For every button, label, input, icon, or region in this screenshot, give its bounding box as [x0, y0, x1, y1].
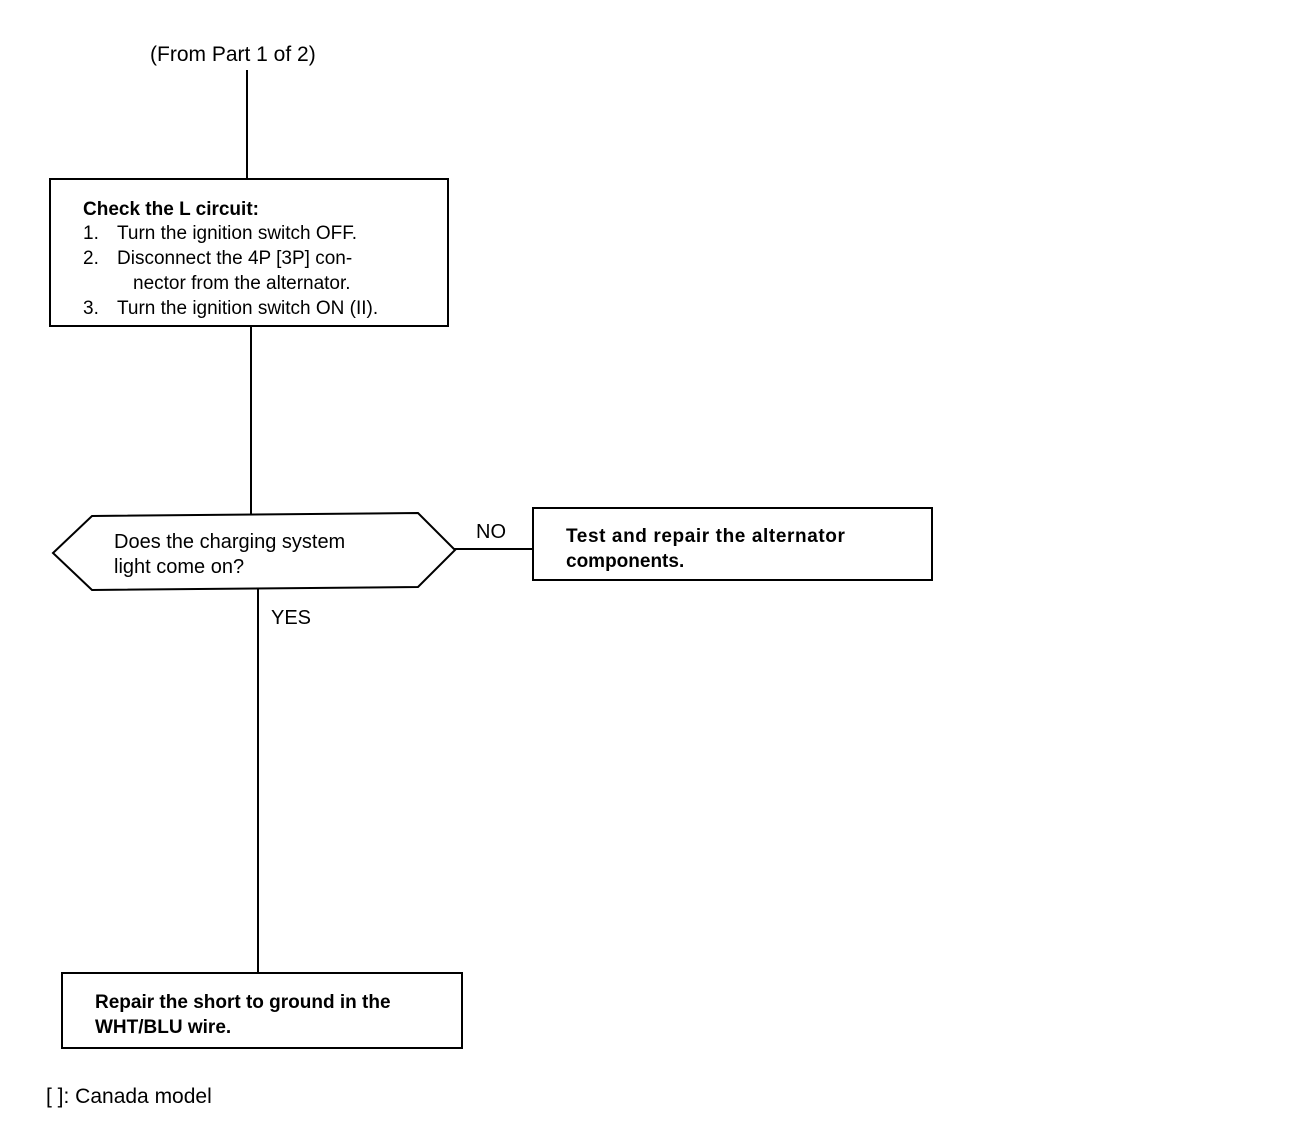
- check-steps-list: 1. Turn the ignition switch OFF. 2. Disc…: [83, 221, 378, 321]
- from-part-label: (From Part 1 of 2): [150, 43, 316, 66]
- step-text: Turn the ignition switch ON (II).: [117, 298, 379, 319]
- no-box-line2: components.: [566, 551, 685, 572]
- canada-model-footnote: [ ]: Canada model: [46, 1085, 212, 1108]
- check-step-continuation: nector from the alternator.: [83, 271, 378, 296]
- decision-question-line1: Does the charging system: [114, 531, 346, 553]
- step-number: 1.: [83, 223, 99, 244]
- yes-box-line1: Repair the short to ground in the: [95, 992, 391, 1013]
- step-number: 2.: [83, 248, 99, 269]
- no-box-line1: Test and repair the alternator: [566, 526, 846, 547]
- check-step: 3. Turn the ignition switch ON (II).: [83, 296, 378, 321]
- decision-question-line2: light come on?: [114, 556, 245, 578]
- yes-box-line2: WHT/BLU wire.: [95, 1017, 232, 1038]
- connector-top: [246, 70, 248, 180]
- check-box-title: Check the L circuit:: [83, 199, 259, 220]
- no-label: NO: [476, 521, 506, 543]
- check-step: 1. Turn the ignition switch OFF.: [83, 221, 378, 246]
- step-text: nector from the alternator.: [133, 273, 351, 294]
- repair-short-box: Repair the short to ground in the WHT/BL…: [61, 972, 463, 1049]
- step-text: Turn the ignition switch OFF.: [117, 223, 358, 244]
- connector-yes-branch: [257, 588, 259, 974]
- connector-no-branch: [454, 548, 534, 550]
- check-l-circuit-box: Check the L circuit: 1. Turn the ignitio…: [49, 178, 449, 327]
- yes-label: YES: [271, 607, 312, 629]
- connector-check-to-decision: [250, 325, 252, 515]
- test-repair-alternator-box: Test and repair the alternator component…: [532, 507, 933, 581]
- step-number: 3.: [83, 298, 99, 319]
- step-text: Disconnect the 4P [3P] con-: [117, 248, 353, 269]
- check-step: 2. Disconnect the 4P [3P] con-: [83, 246, 378, 271]
